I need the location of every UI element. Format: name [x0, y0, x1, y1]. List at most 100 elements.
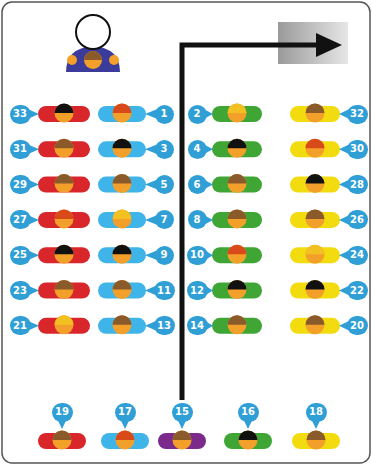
- seat-number-tag: 31: [10, 140, 31, 159]
- pupil-head: [228, 104, 247, 123]
- exit-route: [182, 45, 318, 400]
- pupil-hair: [306, 139, 325, 149]
- pupil-head: [55, 174, 74, 193]
- seat-number: 20: [350, 321, 364, 331]
- seat-number: 13: [157, 321, 171, 331]
- seat-number-tag: 11: [154, 281, 175, 300]
- seat-number-tag: 21: [10, 316, 31, 335]
- seat-number: 26: [350, 215, 364, 225]
- seat-number-tag: 2: [188, 105, 207, 124]
- seat-number-tag: 13: [154, 316, 175, 335]
- seat-number-tag: 15: [172, 403, 193, 422]
- pupil-hair: [113, 315, 132, 325]
- pupil-hair: [228, 139, 247, 149]
- pupil-hair: [55, 174, 74, 184]
- seat-number-tag: 7: [155, 210, 174, 229]
- pupil-head: [306, 245, 325, 264]
- pupil-hair: [306, 174, 325, 184]
- pupil-hair: [228, 174, 247, 184]
- pupil-head: [228, 139, 247, 158]
- seat-number-tag: 33: [10, 105, 31, 124]
- pupil-head: [228, 245, 247, 264]
- pupil-head: [55, 209, 74, 228]
- seat-number-tag: 5: [155, 175, 174, 194]
- seat-number: 22: [350, 286, 364, 296]
- seat-number: 31: [13, 144, 27, 154]
- seat-number: 23: [13, 286, 27, 296]
- pupil-head: [53, 431, 72, 450]
- pupil-hair: [306, 280, 325, 290]
- pupil-head: [228, 174, 247, 193]
- pupil-hair: [113, 139, 132, 149]
- pupil-hair: [55, 315, 74, 325]
- pupil-head: [55, 245, 74, 264]
- pupil-head: [113, 139, 132, 158]
- pupil-head: [113, 245, 132, 264]
- pupil-head: [228, 209, 247, 228]
- pupil-head: [55, 280, 74, 299]
- seat-number-tag: 6: [188, 175, 207, 194]
- seat-group: [28, 104, 350, 450]
- seat-number-tag: 9: [155, 246, 174, 265]
- seat-number-tag: 27: [10, 210, 31, 229]
- pupil-head: [306, 315, 325, 334]
- pupil-head: [228, 315, 247, 334]
- seat-number-tag: 22: [347, 281, 368, 300]
- teacher-figure: [66, 15, 120, 72]
- seat-number-tag: 12: [187, 281, 208, 300]
- seat-number: 5: [161, 180, 168, 190]
- seat-number-tag: 3: [155, 140, 174, 159]
- pupil-hair: [307, 431, 326, 441]
- seat-number-tag: 25: [10, 246, 31, 265]
- pupil-hair: [228, 280, 247, 290]
- pupil-head: [113, 315, 132, 334]
- seat-number-tag: 4: [188, 140, 207, 159]
- seat-number: 8: [194, 215, 201, 225]
- seat-number-tag: 16: [238, 403, 259, 422]
- seat-number: 25: [13, 250, 27, 260]
- seat-number: 21: [13, 321, 27, 331]
- pupil-hair: [228, 315, 247, 325]
- pupil-head: [228, 280, 247, 299]
- seat-number: 24: [350, 250, 364, 260]
- seat-number: 12: [190, 286, 204, 296]
- exit-arrowhead: [316, 33, 342, 57]
- pupil-head: [306, 209, 325, 228]
- seat-number: 30: [350, 144, 364, 154]
- seat-number-tag: 18: [306, 403, 327, 422]
- seat-number-tag: 30: [347, 140, 368, 159]
- seat-number-tag: 14: [187, 316, 208, 335]
- seat-number: 10: [190, 250, 204, 260]
- seat-number-tag: 24: [347, 246, 368, 265]
- pupil-hair: [228, 104, 247, 114]
- pupil-hair: [55, 280, 74, 290]
- seat-number-tag: 32: [347, 105, 368, 124]
- seat-number-tag: 19: [52, 403, 73, 422]
- seat-number-tag: 28: [347, 175, 368, 194]
- seat-number: 11: [157, 286, 171, 296]
- pupil-hair: [55, 104, 74, 114]
- pupil-head: [306, 174, 325, 193]
- pupil-hair: [53, 431, 72, 441]
- seat-number: 14: [190, 321, 204, 331]
- seat-number: 15: [175, 407, 189, 417]
- pupil-head: [55, 315, 74, 334]
- seat-number-tag: 23: [10, 281, 31, 300]
- seat-number: 28: [350, 180, 364, 190]
- seat-number: 6: [194, 180, 201, 190]
- pupil-head: [55, 104, 74, 123]
- seat-number-tag: 26: [347, 210, 368, 229]
- pupil-hair: [113, 280, 132, 290]
- pupil-head: [113, 209, 132, 228]
- pupil-hair: [55, 245, 74, 255]
- seat-number: 2: [194, 109, 201, 119]
- seat-number-tag: 8: [188, 210, 207, 229]
- seat-number: 1: [161, 109, 168, 119]
- seat-number: 7: [161, 215, 168, 225]
- pupil-hair: [55, 139, 74, 149]
- seat-number-tag: 10: [187, 246, 208, 265]
- pupil-head: [306, 104, 325, 123]
- seat-number-tag: 29: [10, 175, 31, 194]
